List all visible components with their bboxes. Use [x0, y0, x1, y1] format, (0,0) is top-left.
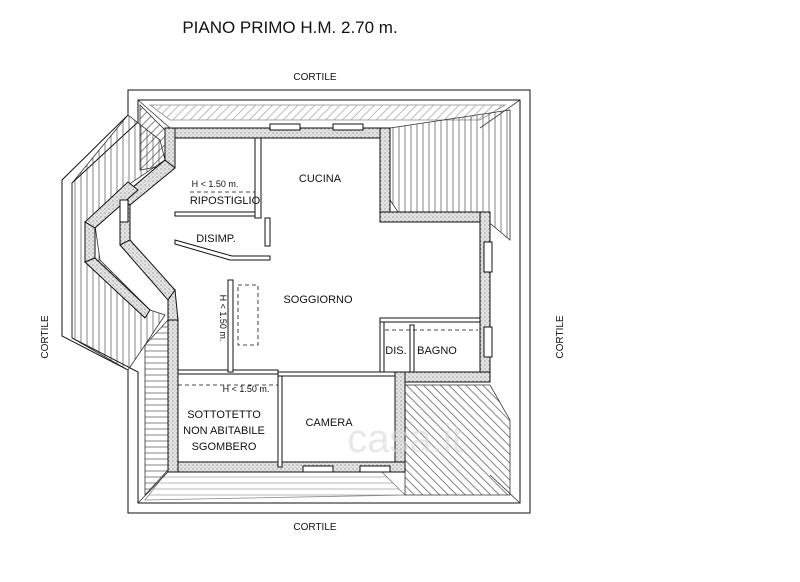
side-label-bottom: CORTILE: [293, 522, 336, 533]
room-label-camera: CAMERA: [305, 417, 353, 429]
windows: [119, 123, 493, 473]
watermark-logo: casa.it: [347, 417, 463, 461]
room-label-ripostiglio: RIPOSTIGLIO: [190, 195, 261, 207]
plan-title: PIANO PRIMO H.M. 2.70 m.: [182, 18, 397, 37]
interior-partitions: [174, 137, 481, 468]
room-label-dis: DIS.: [385, 345, 406, 357]
height-note-vertical: H < 1.50 m.: [218, 295, 228, 342]
room-label-soggiorno: SOGGIORNO: [283, 294, 353, 306]
room-label-sottotetto-2: NON ABITABILE: [183, 425, 265, 437]
room-label-sottotetto-3: SGOMBERO: [192, 441, 257, 453]
room-label-disimpegno: DISIMP.: [196, 233, 236, 245]
side-label-right: CORTILE: [555, 315, 566, 358]
room-label-cucina: CUCINA: [299, 173, 342, 185]
side-label-top: CORTILE: [293, 72, 336, 83]
roof-pitches: [71, 99, 521, 504]
room-label-sottotetto-1: SOTTOTETTO: [187, 409, 261, 421]
side-label-left: CORTILE: [40, 315, 51, 358]
dashed-lines: [178, 191, 478, 386]
height-note-top: H < 1.50 m.: [192, 179, 239, 189]
room-label-bagno: BAGNO: [417, 345, 457, 357]
height-note-bottom: H < 1.50 m.: [223, 384, 270, 394]
exterior-walls: [84, 127, 491, 473]
